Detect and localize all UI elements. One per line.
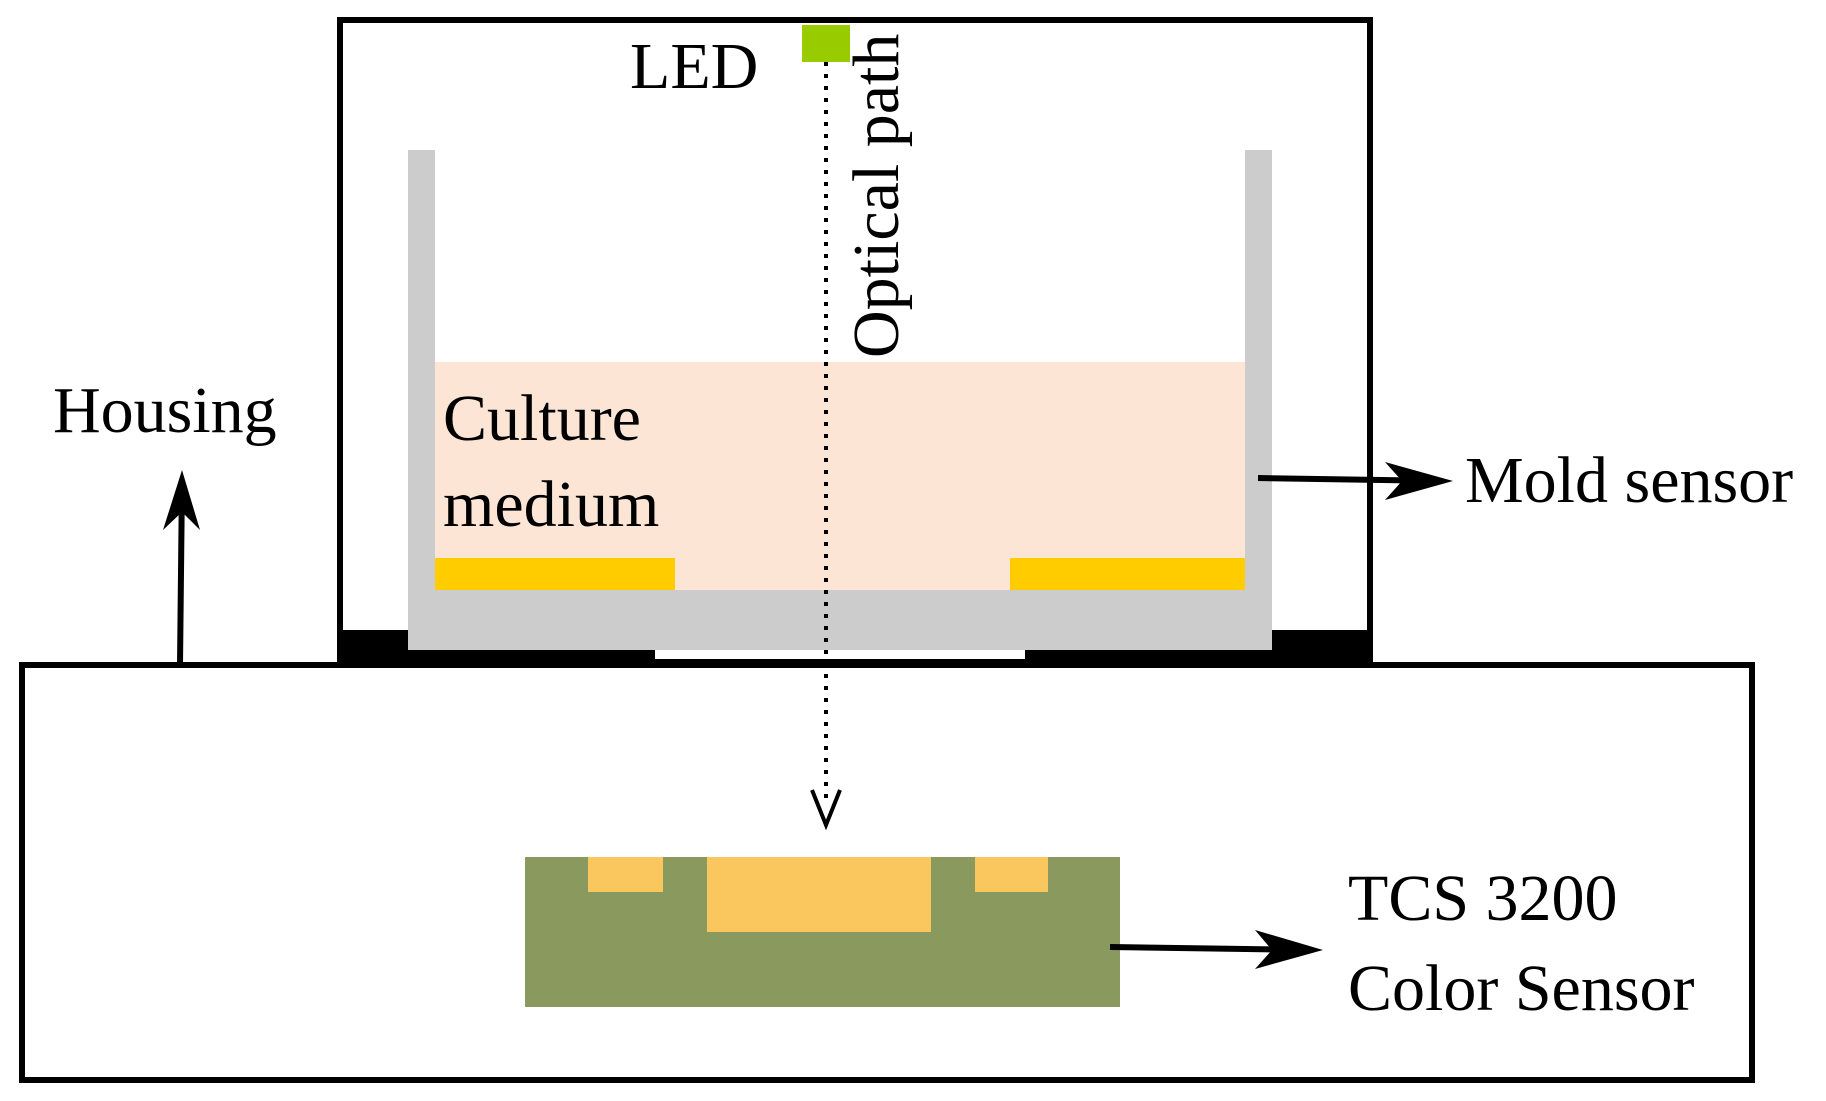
- led-label: LED: [630, 30, 758, 103]
- sensor-pad-right: [975, 857, 1048, 892]
- optical-path-arrowhead: [810, 789, 842, 831]
- electrode-left: [435, 558, 675, 590]
- culture-medium-label-line1: Culture: [443, 382, 641, 455]
- tcs-label-line1: TCS 3200: [1348, 862, 1618, 935]
- mold-sensor-arrowhead: [1385, 462, 1453, 500]
- housing-label: Housing: [53, 374, 277, 447]
- led-icon: [802, 25, 850, 62]
- mold-sensor-label: Mold sensor: [1465, 444, 1793, 517]
- dish-bottom: [408, 590, 1272, 650]
- culture-medium: [435, 362, 1245, 590]
- culture-medium-label-line2: medium: [443, 468, 659, 541]
- optical-path-label: Optical path: [840, 34, 913, 358]
- sensor-pad-left: [588, 857, 663, 892]
- sensor-pad-center: [707, 857, 931, 932]
- housing-arrowhead: [163, 470, 200, 530]
- electrode-right: [1010, 558, 1245, 590]
- tcs-label-line2: Color Sensor: [1348, 952, 1695, 1025]
- dish-right-wall: [1245, 150, 1272, 650]
- color-sensor-arrowhead: [1255, 930, 1323, 969]
- dish-left-wall: [408, 150, 435, 650]
